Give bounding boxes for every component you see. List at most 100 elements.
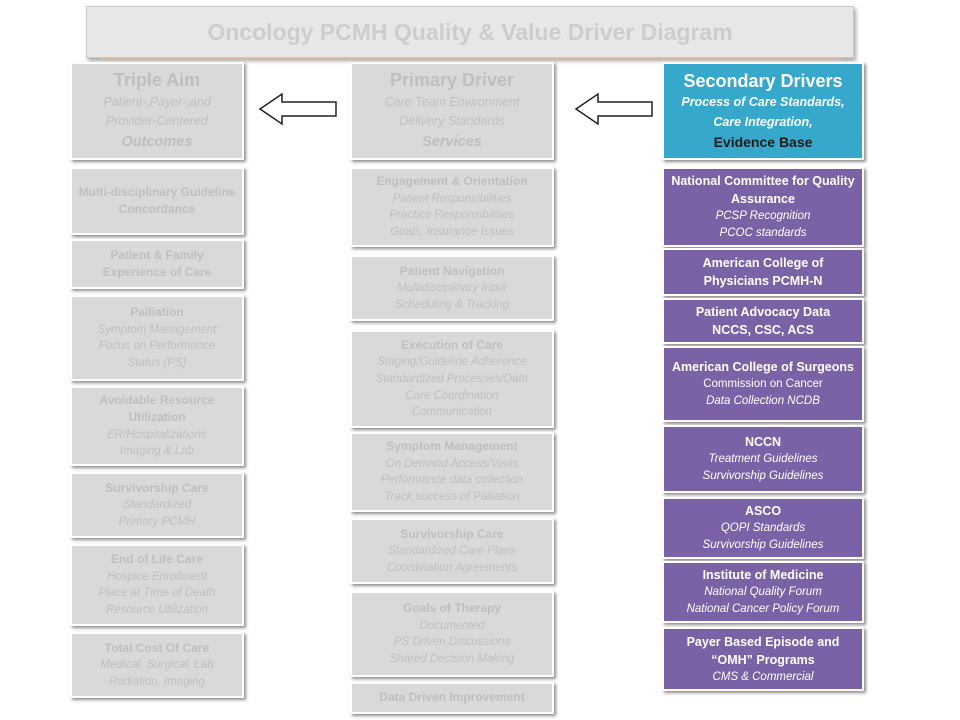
item-detail: Standardized Care Plans xyxy=(388,545,516,558)
item-detail: Data Collection NCDB xyxy=(706,395,820,408)
secondary-driver-item: Institute of Medicine National Quality F… xyxy=(662,561,864,623)
item-detail: Place at Time of Death xyxy=(98,587,216,600)
item-detail: Shared Decision Making xyxy=(389,653,515,666)
item-detail: Survivorship Guidelines xyxy=(702,470,824,483)
item-title: National Committee for Quality Assurance xyxy=(671,174,855,207)
item-detail: Status (PS) xyxy=(127,357,187,370)
item-title-line2: NCCS, CSC, ACS xyxy=(712,323,814,337)
header-subtitle: Care Team Environment xyxy=(384,94,520,109)
triple-aim-header: Triple Aim Patient-,Payer-,and Provider-… xyxy=(70,62,244,160)
secondary-drivers-title: Secondary Drivers xyxy=(683,70,843,91)
item-detail: Radiation, Imaging xyxy=(109,675,205,688)
header-subtitle: Process of Care Standards, xyxy=(681,95,845,110)
item-detail: Track success of Palliation xyxy=(384,491,520,504)
header-subtitle: Outcomes xyxy=(121,133,193,150)
item-detail: Hospice Enrollment xyxy=(107,570,207,583)
item-title: ASCO xyxy=(744,504,782,519)
item-title: Patient Advocacy Data xyxy=(695,304,831,319)
primary-driver-item: Engagement & Orientation Patient Respons… xyxy=(350,167,554,247)
item-detail: National Cancer Policy Forum xyxy=(686,603,840,616)
secondary-driver-item: American College of Physicians PCMH-N xyxy=(662,248,864,296)
item-detail: Symptom Management xyxy=(97,323,217,336)
item-detail: Care Coordination xyxy=(405,389,499,402)
header-subtitle: Care Integration, xyxy=(713,114,813,129)
item-title: Total Cost Of Care xyxy=(104,640,210,655)
triple-aim-item: Palliation Symptom Management Focus on P… xyxy=(70,295,244,381)
header-subtitle: Services xyxy=(422,133,482,150)
item-title: Survivorship Care xyxy=(105,480,209,495)
primary-driver-header: Primary Driver Care Team Environment Del… xyxy=(350,62,554,160)
primary-driver-item: Execution of Care Staging/Guideline Adhe… xyxy=(350,330,554,428)
primary-driver-item: Patient Navigation Multidisciplinary Inp… xyxy=(350,255,554,321)
item-detail: PCOC standards xyxy=(719,227,807,240)
item-title: Execution of Care xyxy=(400,337,504,352)
item-detail: CMS & Commercial xyxy=(712,670,814,683)
item-title: Survivorship Care xyxy=(400,526,504,541)
item-title: Goals of Therapy xyxy=(402,601,502,616)
triple-aim-item: Survivorship Care Standardized Primary P… xyxy=(70,472,244,538)
item-title: American College of Physicians PCMH-N xyxy=(702,255,824,288)
diagram-title: Oncology PCMH Quality & Value Driver Dia… xyxy=(207,18,733,45)
item-detail: Staging/Guideline Adherence xyxy=(377,356,527,369)
triple-aim-item: Total Cost Of Care Medical, Surgical, La… xyxy=(70,632,244,698)
item-detail: QOPI Standards xyxy=(720,522,806,535)
item-detail: Performance data collection xyxy=(380,474,524,487)
header-subtitle: Provider-Centered xyxy=(106,114,208,129)
item-title: Patient & Family Experience of Care xyxy=(102,247,212,279)
item-title: American College of Surgeons xyxy=(672,360,854,375)
item-detail: Focus on Performance xyxy=(98,340,216,353)
item-detail: ER/Hospitalizations xyxy=(107,428,207,441)
secondary-drivers-header: Secondary Drivers Process of Care Standa… xyxy=(662,62,864,160)
item-title: NCCN xyxy=(744,435,782,450)
item-title: Palliation xyxy=(130,305,184,320)
item-title: Multi-disciplinary Guideline Concordance xyxy=(78,184,236,216)
secondary-driver-item: American College of Surgeons Commission … xyxy=(662,346,864,422)
header-subtitle: Delivery Standards xyxy=(399,114,505,129)
item-detail: Documented xyxy=(419,619,485,632)
item-detail: On Demand Access/Visits xyxy=(385,457,519,470)
item-title: Engagement & Orientation xyxy=(376,174,528,189)
item-title: Patient Navigation xyxy=(399,263,505,278)
item-detail: Practice Responsibilities xyxy=(389,209,515,222)
primary-driver-item: Symptom Management On Demand Access/Visi… xyxy=(350,432,554,512)
item-detail: National Quality Forum xyxy=(704,586,822,599)
item-title: End of Life Care xyxy=(110,552,203,567)
secondary-driver-item: ASCO QOPI Standards Survivorship Guideli… xyxy=(662,497,864,559)
primary-driver-title: Primary Driver xyxy=(389,70,515,91)
item-detail: Resource Utilization xyxy=(105,604,209,617)
secondary-driver-item: NCCN Treatment Guidelines Survivorship G… xyxy=(662,425,864,493)
item-title: Symptom Management xyxy=(386,439,518,454)
item-title: Institute of Medicine xyxy=(702,568,824,583)
item-detail: Standardized Processes/Data xyxy=(375,373,529,386)
diagram-title-bar: Oncology PCMH Quality & Value Driver Dia… xyxy=(86,6,854,58)
item-detail: Medical, Surgical, Lab xyxy=(100,659,214,672)
item-detail: Commission on Cancer xyxy=(703,378,823,391)
item-detail: Coordination Agreements xyxy=(387,561,517,574)
triple-aim-item: End of Life Care Hospice Enrollment Plac… xyxy=(70,544,244,626)
item-detail: Patient Responsibilities xyxy=(392,192,512,205)
item-detail: Scheduling & Tracking xyxy=(394,298,510,311)
primary-driver-item: Goals of Therapy Documented PS Driven Di… xyxy=(350,591,554,677)
triple-aim-title: Triple Aim xyxy=(113,70,201,91)
item-detail: Standardized xyxy=(123,499,191,512)
item-detail: Survivorship Guidelines xyxy=(702,539,824,552)
item-title: Avoidable Resource Utilization xyxy=(99,392,215,425)
item-detail: Communication xyxy=(412,406,492,419)
item-detail: Multidisciplinary Input xyxy=(397,282,507,295)
secondary-driver-item: Patient Advocacy Data NCCS, CSC, ACS xyxy=(662,298,864,344)
triple-aim-item: Avoidable Resource Utilization ER/Hospit… xyxy=(70,386,244,466)
item-detail: Primary PCMH xyxy=(118,515,196,528)
primary-driver-item: Data Driven Improvement xyxy=(350,682,554,714)
item-detail: PS Driven Discussions xyxy=(393,636,511,649)
secondary-driver-item: National Committee for Quality Assurance… xyxy=(662,167,864,247)
left-arrow-icon xyxy=(258,92,337,126)
primary-driver-item: Survivorship Care Standardized Care Plan… xyxy=(350,518,554,584)
item-detail: Imaging & Lab xyxy=(119,445,195,458)
triple-aim-item: Multi-disciplinary Guideline Concordance xyxy=(70,167,244,235)
header-subtitle: Evidence Base xyxy=(713,133,813,150)
header-subtitle: Patient-,Payer-,and xyxy=(103,94,211,109)
item-title: Data Driven Improvement xyxy=(379,690,525,705)
item-detail: Goals, Insurance Issues xyxy=(390,226,514,239)
title-accent-line xyxy=(100,58,842,60)
item-detail: PCSP Recognition xyxy=(715,210,811,223)
